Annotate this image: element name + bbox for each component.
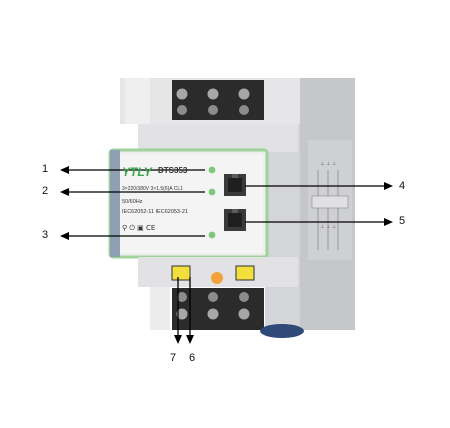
terminal-screw	[239, 292, 249, 302]
svg-text:⊥ ⊥ ⊥: ⊥ ⊥ ⊥	[320, 224, 336, 230]
terminal-screw	[176, 88, 188, 100]
model-label: DTS353	[158, 166, 188, 175]
led-indicator-2	[208, 188, 216, 196]
frequency-label: 50/60Hz	[122, 199, 143, 205]
callout-label-3: 3	[42, 229, 49, 241]
certification-symbols: ⚲ ⏻ ▣ CE	[122, 224, 156, 232]
terminal-screw	[238, 308, 250, 320]
callout-label-7: 7	[170, 352, 177, 364]
terminal-screw	[239, 105, 249, 115]
callout-label-1: 1	[42, 163, 49, 175]
terminal-screw	[207, 88, 219, 100]
din-clip	[260, 324, 304, 338]
standards-label: IEC62052-11 IEC62053-21	[122, 209, 188, 215]
callout-label-2: 2	[42, 185, 49, 197]
callout-arrows	[60, 166, 393, 344]
terminal-screw	[208, 292, 218, 302]
spec-line: 3×220/380V 3×1.5(6)A CL1	[122, 186, 183, 192]
rj45-port-bottom	[224, 209, 246, 231]
meter-side-body: ⊥ ⊥ ⊥ ⊥ ⊥ ⊥	[265, 78, 355, 330]
terminal-screw	[207, 308, 219, 320]
led-indicator-3	[208, 231, 216, 239]
brand-logo: YTLY	[122, 165, 152, 179]
rj45-port-top	[224, 174, 246, 196]
terminal-screw	[177, 292, 187, 302]
top-terminal-block	[120, 78, 300, 152]
led-indicator-1	[208, 166, 216, 174]
bottom-terminal-block	[138, 257, 304, 338]
terminal-screw	[208, 105, 218, 115]
callout-label-4: 4	[399, 180, 406, 192]
callout-label-6: 6	[189, 352, 196, 364]
terminal-screw	[176, 308, 188, 320]
terminal-screw	[238, 88, 250, 100]
callout-label-5: 5	[399, 215, 406, 227]
terminal-screw	[177, 105, 187, 115]
seal-knob-bottom	[211, 272, 223, 284]
svg-text:⊥ ⊥ ⊥: ⊥ ⊥ ⊥	[320, 161, 336, 167]
yellow-release-tab	[171, 265, 191, 281]
yellow-release-tab	[235, 265, 255, 281]
